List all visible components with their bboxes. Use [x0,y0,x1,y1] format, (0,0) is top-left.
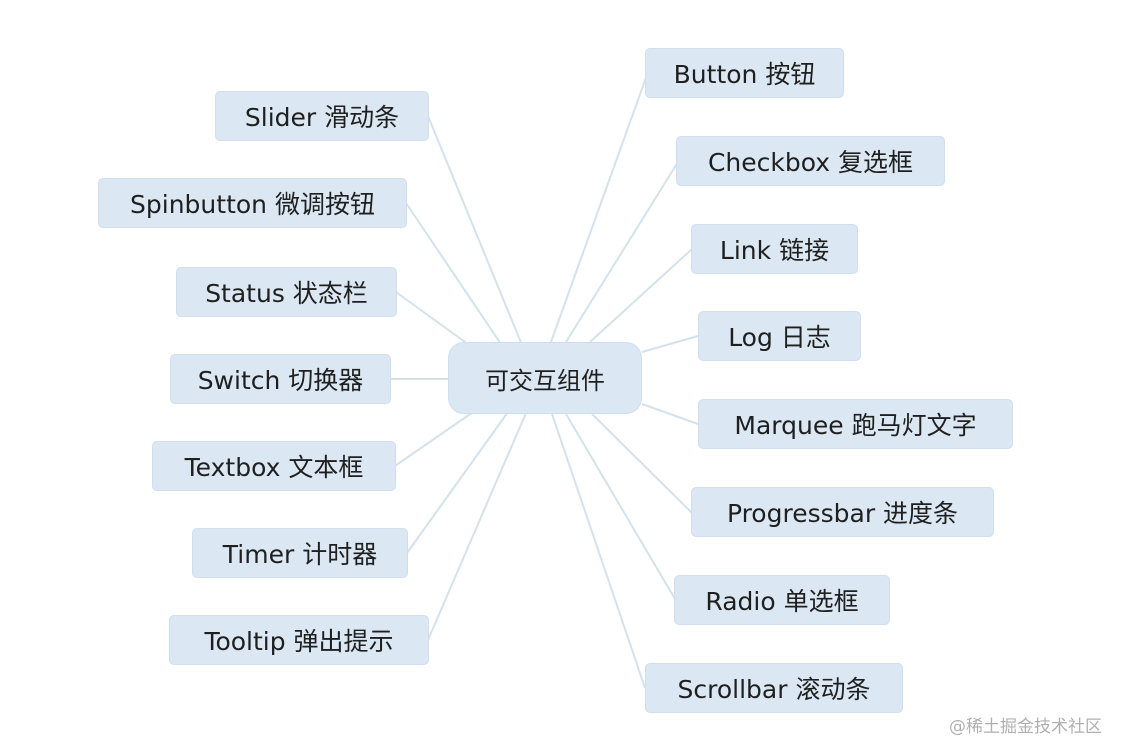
node-link: Link 链接 [691,224,858,274]
node-label: Checkbox 复选框 [707,148,914,177]
node-label: Status 状态栏 [205,279,368,308]
connector-marquee [641,403,699,425]
watermark: @稀土掘金技术社区 [949,717,1102,737]
node-scrollbar: Scrollbar 滚动条 [645,663,903,713]
connector-link [589,248,693,343]
connector-spinbutton [405,202,506,351]
node-label: Switch 切换器 [197,366,364,395]
connector-status [395,291,477,351]
node-label: Marquee 跑马灯文字 [734,411,977,440]
connector-textbox [394,409,477,467]
node-spinbutton: Spinbutton 微调按钮 [98,178,407,228]
node-checkbox: Checkbox 复选框 [676,136,945,186]
connector-log [641,335,699,353]
node-progressbar: Progressbar 进度条 [691,487,994,537]
node-button: Button 按钮 [645,48,844,98]
connector-radio [565,413,676,600]
node-label: Scrollbar 滚动条 [677,675,871,704]
node-label: Log 日志 [728,323,831,352]
center-node: 可交互组件 [448,342,642,414]
center-label: 可交互组件 [485,366,605,395]
node-switch: Switch 切换器 [170,354,391,404]
connector-timer [406,411,509,554]
node-tooltip: Tooltip 弹出提示 [169,615,429,665]
node-label: Radio 单选框 [705,587,859,616]
node-label: Timer 计时器 [222,540,378,569]
connector-button [550,74,648,343]
node-label: Button 按钮 [673,60,816,89]
node-label: Slider 滑动条 [244,103,400,132]
node-textbox: Textbox 文本框 [152,441,396,491]
node-radio: Radio 单选框 [674,575,890,625]
node-status: Status 状态栏 [176,267,397,317]
connector-slider [427,115,523,346]
node-label: Spinbutton 微调按钮 [130,190,375,219]
connector-scrollbar [551,413,646,689]
node-slider: Slider 滑动条 [215,91,429,141]
connector-progressbar [591,413,693,514]
connector-checkbox [565,161,679,343]
node-timer: Timer 计时器 [192,528,408,578]
node-log: Log 日志 [698,311,861,361]
connector-tooltip [427,412,527,641]
node-label: Link 链接 [719,236,830,265]
node-label: Progressbar 进度条 [726,499,959,528]
node-label: Tooltip 弹出提示 [204,627,394,656]
node-marquee: Marquee 跑马灯文字 [698,399,1013,449]
node-label: Textbox 文本框 [184,453,364,482]
